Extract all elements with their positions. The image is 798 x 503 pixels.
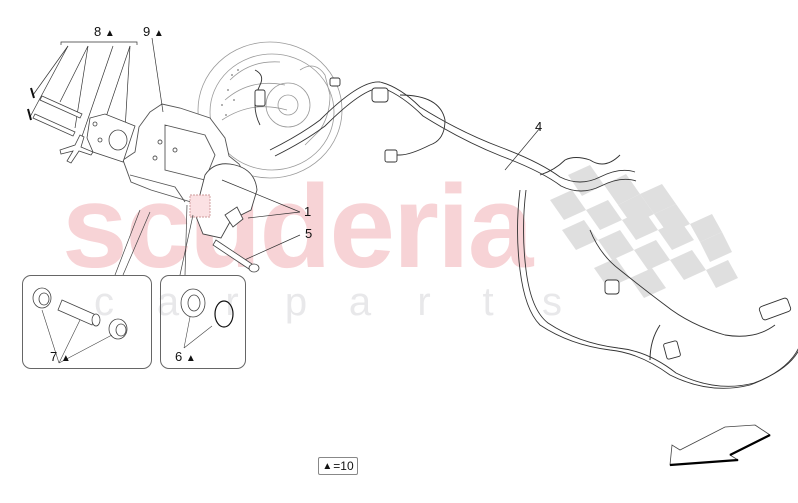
- watermark-letter: p: [284, 280, 308, 324]
- watermark-letter: s: [542, 280, 562, 324]
- inset-7-parts: [32, 287, 128, 364]
- callout-1: 1: [304, 204, 312, 219]
- quantity-legend: ▲=10: [318, 457, 358, 475]
- callout-6: 6 ▲: [175, 349, 196, 364]
- watermark-letter: r: [225, 280, 239, 324]
- actuator-motor: [189, 163, 258, 239]
- watermark-text: scuderia: [62, 161, 533, 293]
- callout-9: 9 ▲: [143, 24, 164, 39]
- callout-1-leaders: [221, 179, 301, 263]
- checker-flag-watermark: [550, 165, 738, 298]
- pad-spring: [59, 134, 94, 164]
- watermark-letter: t: [482, 280, 494, 324]
- inset-box-7: [22, 275, 152, 369]
- callout-5: 5: [305, 226, 313, 241]
- inset-6-parts: [180, 288, 234, 349]
- inset-connector-lines: [114, 204, 194, 276]
- brake-pad-plate: [86, 113, 136, 163]
- callout-4: 4: [535, 119, 543, 134]
- front-direction-arrow: [669, 424, 771, 467]
- disc-holes: [221, 69, 239, 116]
- watermark-letter: a: [348, 280, 372, 324]
- legend-text: =10: [333, 459, 354, 473]
- triangle-icon: ▲: [322, 460, 333, 472]
- callout-7: 7 ▲: [50, 349, 71, 364]
- guide-pins: [27, 87, 83, 137]
- bolt-5: [212, 239, 260, 273]
- harness-connectors: [254, 77, 792, 360]
- watermark-letter: c: [94, 280, 114, 324]
- inset-box-6: [160, 275, 246, 369]
- callout-8: 8 ▲: [94, 24, 115, 39]
- watermark-letter: r: [417, 280, 431, 324]
- callout-8-leaders: [29, 37, 164, 149]
- watermark-letter: a: [156, 280, 180, 324]
